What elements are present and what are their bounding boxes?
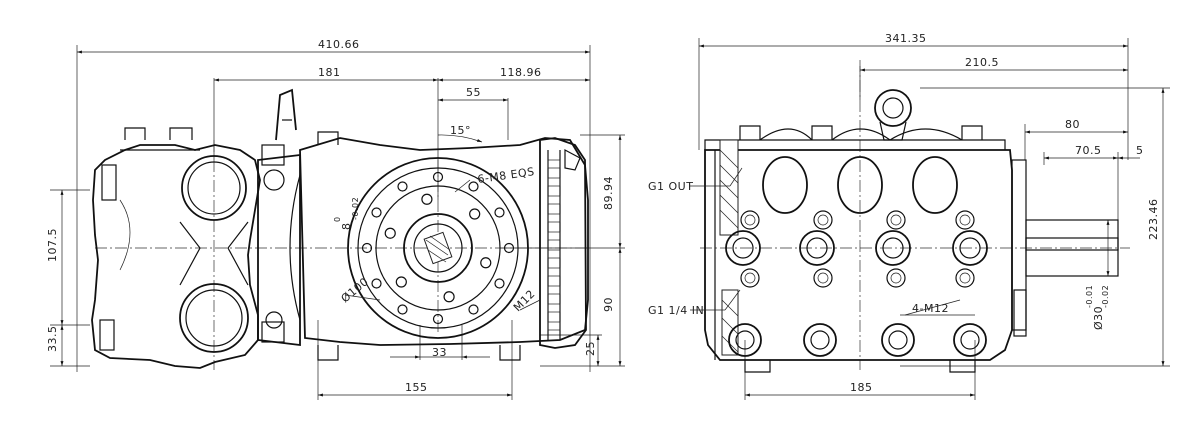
label-g1-out: G1 OUT — [648, 180, 693, 193]
small-bolt-hole — [744, 214, 756, 226]
bolt-boss — [728, 323, 762, 357]
cover-fin — [547, 213, 561, 223]
bolt-boss — [725, 230, 761, 266]
dim-89-94: 89.94 — [602, 176, 615, 210]
dim-33: 33 — [432, 346, 447, 359]
small-bolt-hole — [890, 214, 902, 226]
flange-bolt-hole — [432, 171, 444, 183]
small-bolt-hole — [744, 272, 756, 284]
flange-bolt-hole — [494, 207, 505, 218]
flange-bolt-hole — [432, 313, 444, 325]
dim-25: 25 — [584, 341, 597, 356]
flange-bolt-hole — [421, 193, 433, 205]
bolt-hole — [959, 237, 981, 259]
dim-dia-30: Ø30 — [1092, 306, 1105, 330]
small-bolt — [813, 268, 833, 288]
cover-fin — [547, 285, 561, 295]
bolt-hole — [735, 330, 755, 350]
dim-185: 185 — [850, 381, 873, 394]
bolt-hole — [960, 330, 980, 350]
small-bolt — [886, 210, 906, 230]
dim-80: 80 — [1065, 118, 1080, 131]
dim-angle-15: 15° — [450, 124, 471, 137]
dim-8-tol-upper: 0 — [333, 216, 342, 222]
small-bolt-hole — [959, 214, 971, 226]
flange-bolt-hole — [397, 304, 408, 315]
bolt-boss — [875, 230, 911, 266]
cover-fins — [547, 159, 561, 331]
bolt-boss — [952, 230, 988, 266]
cover-fin — [547, 267, 561, 277]
flange-bolt-hole — [503, 242, 515, 254]
flange-bolt-hole — [371, 278, 382, 289]
dim-overall-length: 410.66 — [318, 38, 360, 51]
side-view: 410.66 181 118.96 55 15° 6-M8 EQS 89.94 … — [46, 38, 625, 400]
cover-fin — [547, 249, 561, 259]
bolt-boss — [799, 230, 835, 266]
flange-bolt-hole — [480, 257, 492, 269]
bolt-hole — [810, 330, 830, 350]
small-bolt-hole — [817, 214, 829, 226]
bolt-boss — [803, 323, 837, 357]
dim-33-5: 33.5 — [46, 326, 59, 353]
flange-bolt-hole — [397, 181, 408, 192]
flange-bolt-holes — [361, 171, 515, 325]
bolt-hole — [888, 330, 908, 350]
dim-107-5: 107.5 — [46, 228, 59, 262]
cover-fin — [547, 177, 561, 187]
small-bolt — [955, 210, 975, 230]
dim-155: 155 — [405, 381, 428, 394]
bolt-hole — [806, 237, 828, 259]
cover-fin — [547, 159, 561, 169]
dim-dia-30-tol-upper: -0.01 — [1085, 285, 1094, 308]
cover-fin — [547, 303, 561, 313]
flange-bolt-hole — [468, 181, 479, 192]
dim-223-46: 223.46 — [1147, 199, 1160, 241]
bolt-hole — [882, 237, 904, 259]
small-bolt-hole — [817, 272, 829, 284]
bolt-boss — [953, 323, 987, 357]
bolt-boss — [881, 323, 915, 357]
cover-fin — [547, 195, 561, 205]
small-bolt — [813, 210, 833, 230]
cover-fin — [547, 321, 561, 331]
dim-5: 5 — [1136, 144, 1144, 157]
dim-90: 90 — [602, 297, 615, 312]
small-bolt — [740, 210, 760, 230]
label-6-m8-eqs: 6-M8 EQS — [477, 165, 536, 186]
flange-bolt-hole — [494, 278, 505, 289]
top-view-bolt-holes — [725, 210, 988, 357]
label-g1-1-4-in: G1 1/4 IN — [648, 304, 704, 317]
bolt-hole — [732, 237, 754, 259]
dim-118-96: 118.96 — [500, 66, 542, 79]
label-m12-side: M12 — [511, 287, 538, 314]
cover-fin — [547, 231, 561, 241]
flange-bolt-hole — [371, 207, 382, 218]
dim-dia-100: Ø100 — [339, 275, 372, 305]
dim-55: 55 — [466, 86, 481, 99]
flange-bolt-hole — [395, 276, 407, 288]
dim-8: 8 — [340, 223, 353, 231]
small-bolt-hole — [890, 272, 902, 284]
top-view: 341.35 210.5 80 70.5 5 223.46 Ø30 -0.01 … — [648, 32, 1170, 400]
flange-bolt-hole — [469, 208, 481, 220]
flange-bolt-hole — [443, 291, 455, 303]
flange-bolt-hole — [468, 304, 479, 315]
flange-bolt-hole — [384, 227, 396, 239]
small-bolt — [740, 268, 760, 288]
label-4-m12: 4-M12 — [912, 302, 949, 315]
flange-bolt-hole — [361, 242, 373, 254]
dim-8-tol-lower: -0.02 — [351, 197, 360, 220]
small-bolt — [886, 268, 906, 288]
small-bolt-hole — [959, 272, 971, 284]
small-bolt — [955, 268, 975, 288]
dim-70-5: 70.5 — [1075, 144, 1102, 157]
dim-dia-30-tol-lower: -0.02 — [1101, 285, 1110, 308]
dim-210-5: 210.5 — [965, 56, 999, 69]
dim-181: 181 — [318, 66, 341, 79]
dim-341-35: 341.35 — [885, 32, 927, 45]
